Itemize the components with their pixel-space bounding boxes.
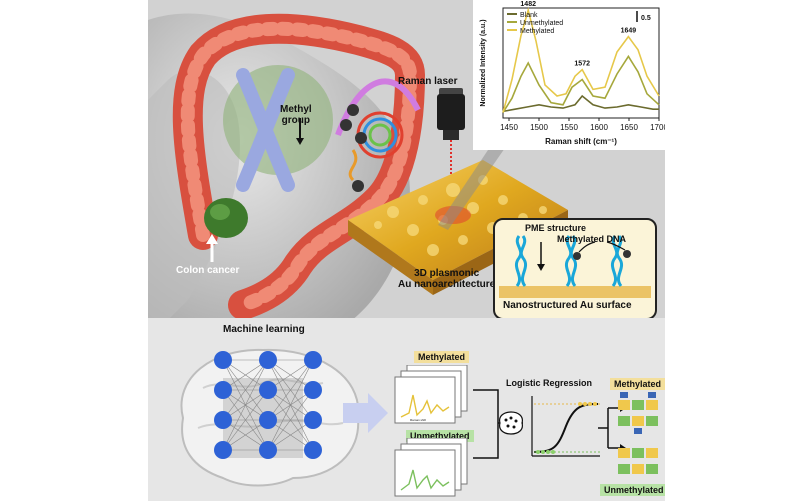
logistic-regression-label: Logistic Regression [506,378,593,388]
nn-node [259,441,277,459]
x-tick-label: 1600 [590,123,608,132]
nn-edge [267,389,314,451]
dna-ribbon [335,78,421,137]
colon-cancer-label: Colon cancer [176,265,240,276]
nn-node [214,441,232,459]
nn-node [304,441,322,459]
nn-node [304,411,322,429]
neural-network [214,351,322,459]
nn-edge [222,359,269,391]
nn-edge [222,359,269,421]
chromosome [236,68,295,192]
dna-strand-2 [564,235,578,287]
x-tick-label: 1550 [560,123,578,132]
colon-illustration [172,13,426,320]
methylated-tag: Methylated [414,351,470,363]
nn-node [304,381,322,399]
x-tick-label: 1700 [650,123,665,132]
classifier-brain-icon [499,411,523,435]
peak-label: 1482 [520,1,536,8]
methylated-dna-blocks [618,392,658,434]
mini-xlabel: Raman shift [410,418,427,422]
nn-node [259,381,277,399]
nn-node [214,381,232,399]
x-axis-label: Raman shift (cm⁻¹) [545,137,617,146]
raman-spectrum-panel: 1450 1500 1550 1600 1650 1700Raman shift (cm⁻… [473,0,665,150]
nn-edge [267,359,314,421]
sigmoid-curve [533,403,599,453]
legend-entry: Blank [520,12,538,19]
scale-bar-label: 0.5 [641,15,651,22]
nn-node [214,411,232,429]
nano-surface-label: Nanostructured Au surface [503,300,632,311]
unmethylated-output-label: Unmethylated [600,484,665,496]
dna-strand-1 [514,235,528,287]
legend-entry: Methylated [520,28,554,35]
nn-edge [222,419,269,451]
series-line-unmethylated [502,54,660,113]
methyl-dot-1 [573,252,581,260]
x-tick-label: 1650 [620,123,638,132]
x-tick-label: 1500 [530,123,548,132]
methyl-groups [340,104,367,192]
methylated-dna-label: Methylated DNA [557,234,627,244]
nn-node [259,411,277,429]
x-tick-label: 1450 [500,123,518,132]
pme-inset: PME structure Methylated DNA Nanostructu… [493,218,657,320]
machine-learning-panel: Machine learning Methylated Raman shift … [148,318,665,501]
machine-learning-label: Machine learning [223,324,305,335]
unmethylated-spectra-stack [394,438,468,497]
methyl-dot-2 [623,250,631,258]
nn-node [214,351,232,369]
nn-edge [222,359,269,451]
nn-edge [222,389,269,451]
nn-node [259,351,277,369]
ml-arrow [343,393,388,433]
nn-edge [267,359,314,451]
methylated-output-label: Methylated [610,378,665,390]
y-axis-label: Normalized Intensity (a.u.) [480,19,487,106]
nn-edge [267,419,314,451]
raman-laser-device [437,88,465,208]
unmethylated-dna-blocks [618,448,658,474]
raman-laser-label: Raman laser [398,76,458,87]
pme-structure-label: PME structure [525,223,587,233]
legend-entry: Unmethylated [520,20,563,27]
series-line-blank [502,94,659,113]
peak-label: 1649 [621,28,637,35]
dna-strand-3 [610,235,624,287]
peak-label: 1572 [574,61,590,68]
logistic-curve-plot [531,396,600,457]
nn-node [304,351,322,369]
nn-edge [267,359,314,391]
plot-frame [502,7,660,119]
series-line-methylated [502,7,660,113]
raman-spectrum-chart: 1450 1500 1550 1600 1650 1700Raman shift (cm⁻… [480,1,665,146]
methylated-spectra-stack [394,365,468,424]
